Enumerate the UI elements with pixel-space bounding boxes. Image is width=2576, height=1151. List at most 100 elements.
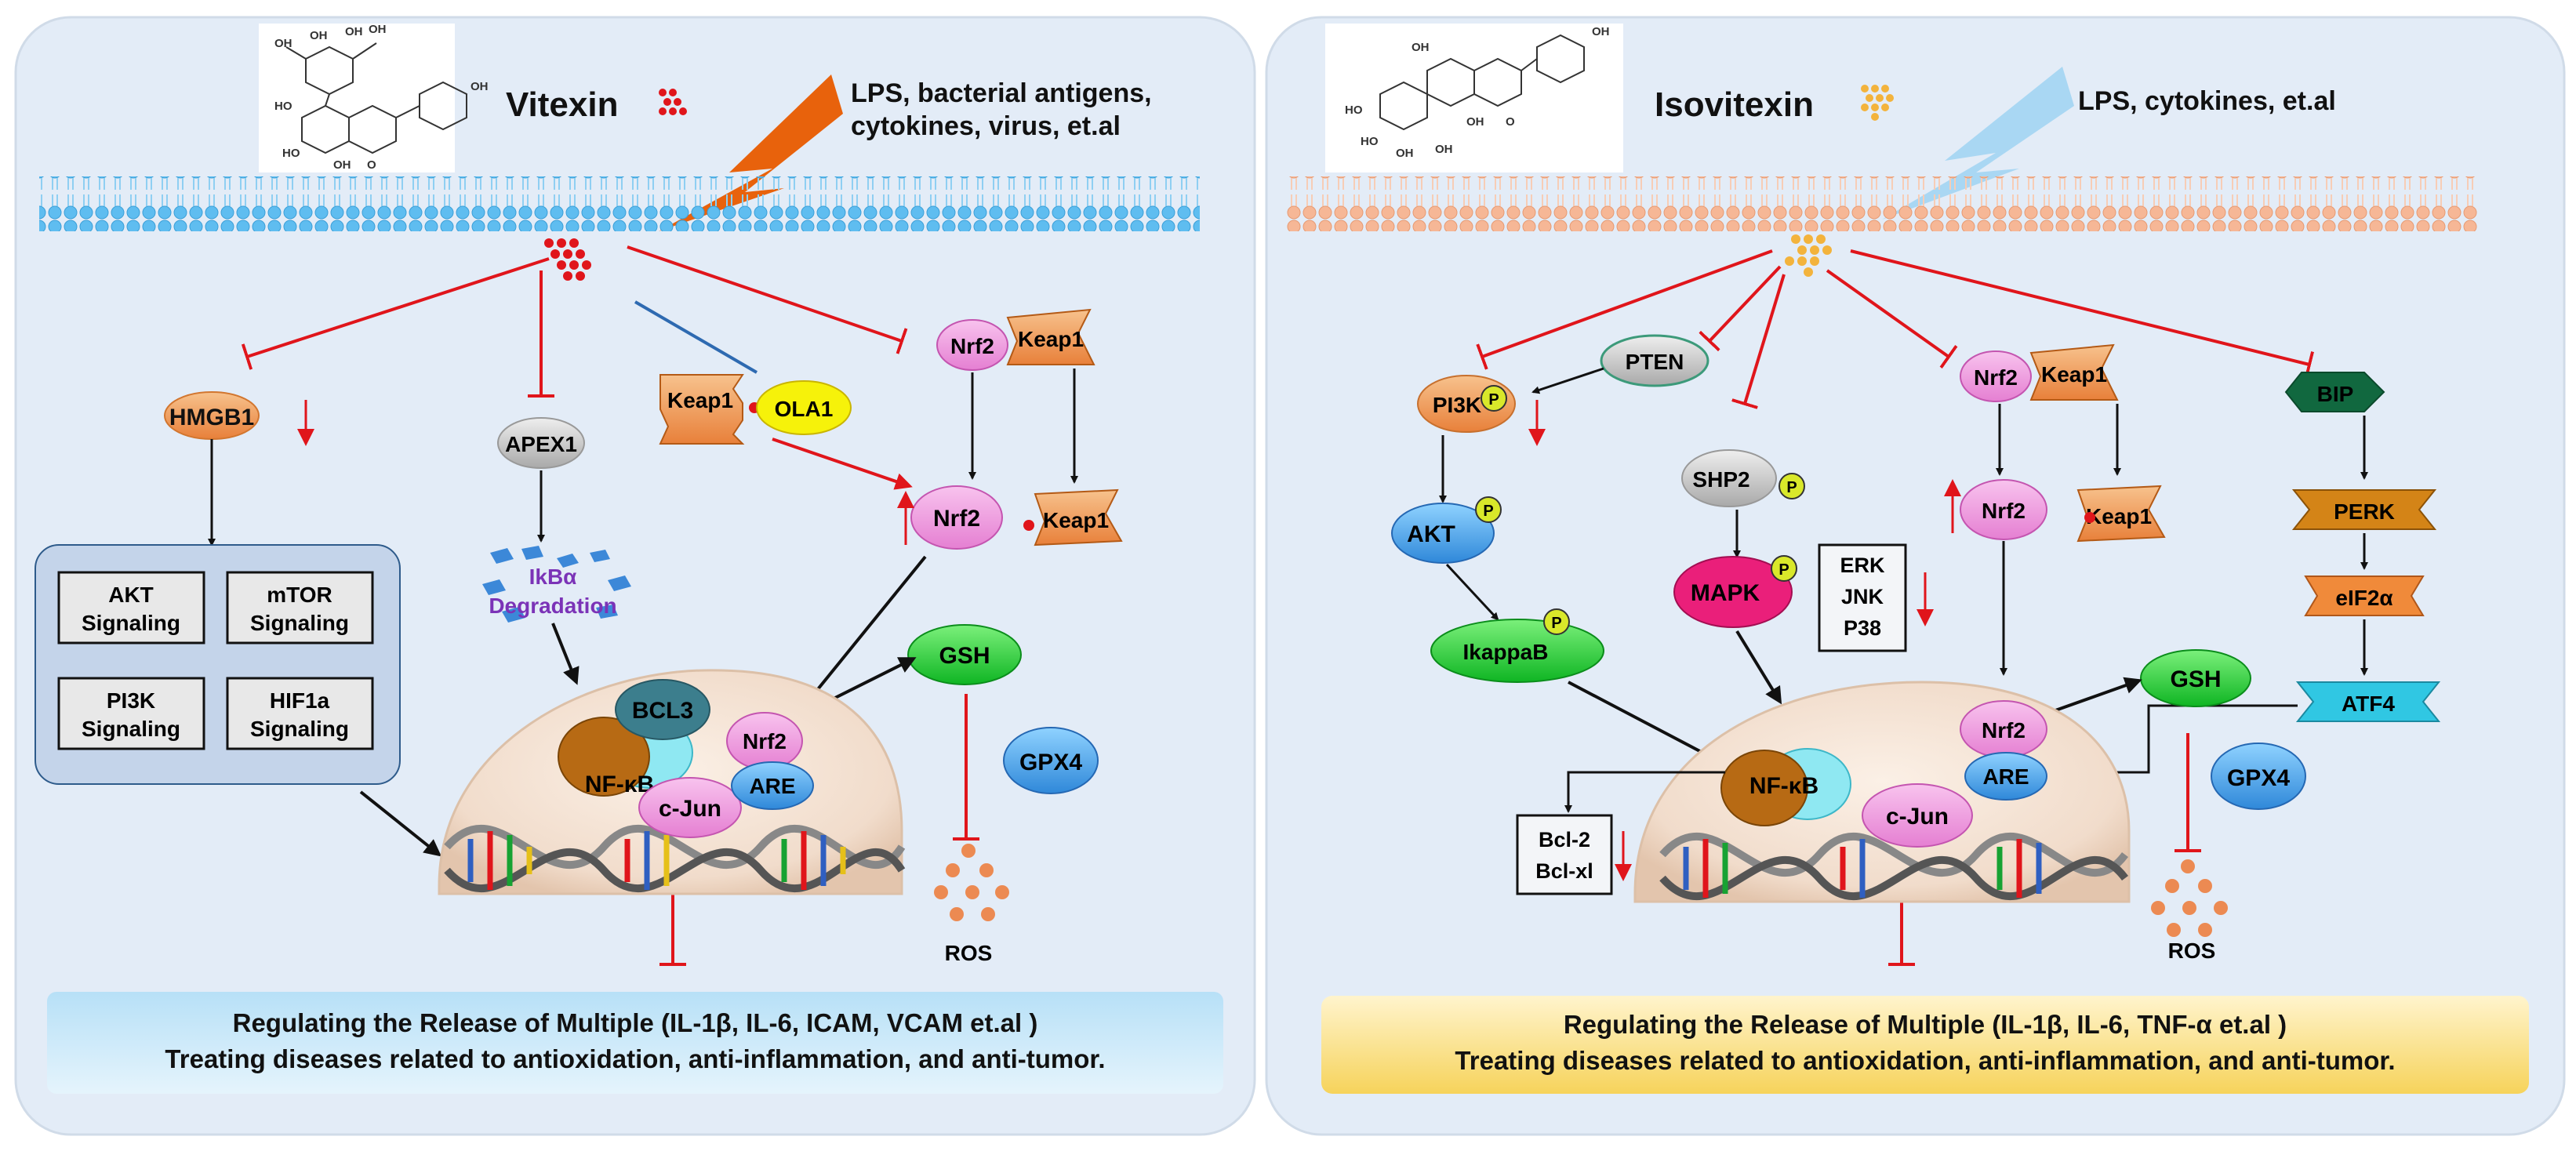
keap1-label: Keap1 [2041, 362, 2107, 387]
bcl3-label: BCL3 [632, 698, 693, 724]
erk-label: ERK [1840, 554, 1885, 577]
phosphate-icon: P [1551, 615, 1561, 632]
isovitexin-cluster-icon [1785, 234, 1832, 277]
footer-line-2: Treating diseases related to antioxidati… [1455, 1046, 2395, 1075]
stimulus-line-1: LPS, bacterial antigens, [851, 78, 1152, 108]
lightning-bolt-icon [1882, 67, 2074, 220]
keap1-label: Keap1 [1043, 508, 1109, 532]
ola1-binding-line [634, 300, 758, 374]
oh-label: OH [369, 23, 387, 36]
vitexin-title: Vitexin [506, 85, 618, 124]
hmgb1-node: HMGB1 [164, 391, 260, 440]
nrf2-label: Nrf2 [933, 506, 980, 532]
bcl-box: Bcl-2 Bcl-xl [1516, 814, 1613, 895]
gpx4-node: GPX4 [2211, 743, 2306, 810]
stimulus-line-1: LPS, cytokines, et.al [2078, 86, 2336, 116]
vitexin-molecule-structure [259, 24, 467, 172]
are-node: ARE [1964, 752, 2047, 801]
jnk-label: JNK [1841, 585, 1884, 608]
vitexin-molecule-labels: OH OH OH OH HO HO OH O OH [274, 23, 489, 172]
footer-line-1: Regulating the Release of Multiple (IL-1… [1564, 1010, 2287, 1039]
vitexin-panel: OH OH OH OH HO HO OH O OH Vitexin LPS, b… [14, 16, 1256, 1136]
keap1-label: Keap1 [2086, 504, 2152, 528]
activation-arrow [359, 790, 442, 857]
keap1-free-node: Keap1 [1023, 488, 1123, 546]
perk-node: PERK [2291, 489, 2437, 530]
shp2-label: SHP2 [1692, 467, 1749, 492]
oh-label: OH [1412, 41, 1430, 54]
ikba-degradation-node: IkBα Degradation [482, 546, 631, 623]
ikappab-label: IkappaB [1463, 640, 1549, 664]
o-label: O [367, 158, 376, 172]
activation-arrow [551, 623, 580, 685]
keap1-ola1-complex: Keap1 OLA1 [659, 374, 852, 445]
signaling-name: PI3K [107, 688, 155, 713]
pten-node: PTEN [1600, 334, 1709, 387]
nrf2-label: Nrf2 [743, 729, 787, 753]
signaling-name: HIF1a [270, 688, 330, 713]
panel-background [14, 16, 1256, 1136]
signaling-label: Signaling [250, 717, 349, 741]
eif2a-node: eIF2α [2304, 576, 2425, 616]
isovitexin-molecule-labels: HO HO OH OH OH OH O OH [1345, 25, 1610, 160]
oh-label: OH [471, 80, 489, 93]
degradation-label: Degradation [489, 594, 616, 618]
ros-particles-icon [934, 844, 1009, 921]
ros-label: ROS [945, 941, 993, 965]
isovitexin-footer-box [1321, 996, 2529, 1094]
oh-label: OH [274, 37, 292, 50]
oh-label: OH [1435, 143, 1453, 156]
nrf2-nuclear-node: Nrf2 [1960, 700, 2047, 758]
pten-label: PTEN [1626, 350, 1684, 374]
activation-arrow [2046, 677, 2142, 715]
phosphate-icon: P [1778, 561, 1789, 579]
signaling-name: mTOR [267, 583, 332, 607]
nrf2-label: Nrf2 [1974, 365, 2018, 390]
pi3k-label: PI3K [1433, 393, 1481, 417]
atf4-label: ATF4 [2342, 692, 2395, 716]
gpx4-label: GPX4 [2227, 765, 2290, 791]
atf4-node: ATF4 [2295, 681, 2441, 722]
ola1-label: OLA1 [775, 397, 834, 421]
dna-helix-icon [444, 824, 906, 893]
shp2-node: SHP2 P [1681, 449, 1805, 507]
nfkb-label: NF-κB [585, 772, 654, 797]
nucleus: NF-κB BCL3 c-Jun Nrf2 ARE [438, 669, 906, 895]
ros-particles-icon [2151, 859, 2228, 937]
activation-arrow [1564, 771, 1725, 813]
ho-label: HO [274, 100, 292, 113]
activation-arrow [1531, 367, 1604, 394]
ros-label: ROS [2168, 939, 2216, 963]
ikba-label: IkBα [529, 565, 577, 589]
keap1-label: Keap1 [667, 388, 733, 412]
gpx4-node: GPX4 [1003, 727, 1099, 794]
nrf2-label: Nrf2 [1982, 718, 2026, 743]
isovitexin-panel: HO HO OH OH OH OH O OH Isovitexin LPS, c… [1265, 16, 2566, 1136]
nrf2-free-node: Nrf2 [1960, 479, 2047, 540]
keap1-label: Keap1 [1018, 327, 1084, 351]
p38-label: P38 [1844, 616, 1881, 640]
phosphate-icon: P [1786, 479, 1797, 496]
isovitexin-molecule-structure [1325, 24, 1623, 172]
akt-node: AKT P [1391, 496, 1502, 564]
dna-helix-icon [1659, 832, 2128, 901]
bcl3-node: BCL3 [615, 679, 710, 740]
signaling-label: Signaling [82, 717, 180, 741]
apex1-label: APEX1 [505, 432, 577, 456]
activation-arrow [805, 555, 927, 705]
activation-arrow [827, 657, 917, 703]
vitexin-dots-icon [659, 89, 687, 115]
cell-membrane [1286, 176, 2478, 231]
mapk-node: MAPK P [1673, 555, 1797, 628]
footer-line-1: Regulating the Release of Multiple (IL-1… [233, 1008, 1038, 1037]
cjun-node: c-Jun [638, 777, 742, 838]
stimulus-line-2: cytokines, virus, et.al [851, 111, 1121, 141]
isovitexin-dots-icon [1861, 85, 1894, 121]
cjun-label: c-Jun [1886, 804, 1949, 830]
oh-label: OH [1592, 25, 1610, 38]
gsh-node: GSH [2140, 649, 2251, 707]
hmgb1-label: HMGB1 [169, 405, 254, 430]
pi3k-signaling-box: PI3K Signaling [57, 677, 205, 750]
